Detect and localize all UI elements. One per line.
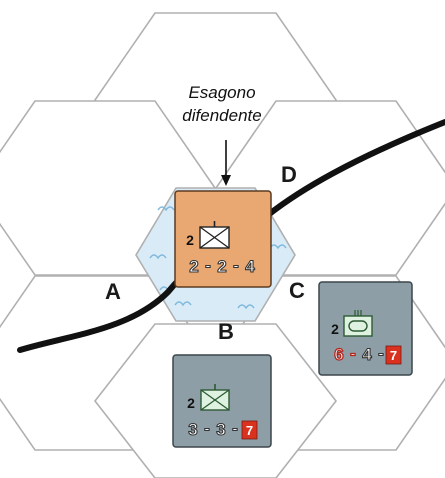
svg-text:-: - bbox=[233, 256, 239, 275]
callout-arrow bbox=[221, 140, 231, 186]
infantry-symbol-icon bbox=[199, 221, 230, 249]
hex-label-a: A bbox=[105, 279, 121, 304]
hex-label-d: D bbox=[281, 162, 297, 187]
svg-text:-: - bbox=[205, 256, 211, 275]
defender-counter[interactable]: 2 2 - 2 - 4 bbox=[174, 190, 272, 288]
attacker-b-defense: 3 bbox=[216, 420, 225, 439]
svg-text:-: - bbox=[232, 419, 238, 438]
callout-line-1: Esagono bbox=[188, 83, 255, 102]
defender-attack: 2 bbox=[189, 257, 198, 276]
attacker-counter-c[interactable]: 2 6 - 4 - 7 bbox=[318, 281, 413, 376]
attacker-c-attack: 6 bbox=[334, 345, 343, 364]
svg-text:-: - bbox=[378, 344, 384, 363]
callout-line-2: difendente bbox=[182, 106, 261, 125]
defender-defense: 2 bbox=[217, 257, 226, 276]
armor-symbol-icon bbox=[343, 310, 373, 337]
attacker-counter-b[interactable]: 2 3 - 3 - 7 bbox=[172, 354, 272, 448]
svg-text:-: - bbox=[204, 419, 210, 438]
attacker-c-defense: 4 bbox=[362, 345, 372, 364]
hex-label-c: C bbox=[289, 278, 305, 303]
attacker-b-unit-size: 2 bbox=[187, 395, 195, 411]
svg-text:-: - bbox=[350, 344, 356, 363]
attacker-c-movement-box bbox=[385, 345, 402, 365]
infantry-symbol-icon bbox=[200, 384, 230, 411]
hex-label-b: B bbox=[218, 319, 234, 344]
attacker-b-movement: 7 bbox=[246, 423, 253, 438]
defender-unit-size: 2 bbox=[186, 232, 194, 248]
defender-movement: 4 bbox=[245, 257, 255, 276]
attacker-c-movement: 7 bbox=[390, 348, 397, 363]
attacker-b-movement-box bbox=[241, 420, 258, 440]
attacker-c-unit-size: 2 bbox=[331, 321, 339, 337]
attacker-b-attack: 3 bbox=[188, 420, 197, 439]
